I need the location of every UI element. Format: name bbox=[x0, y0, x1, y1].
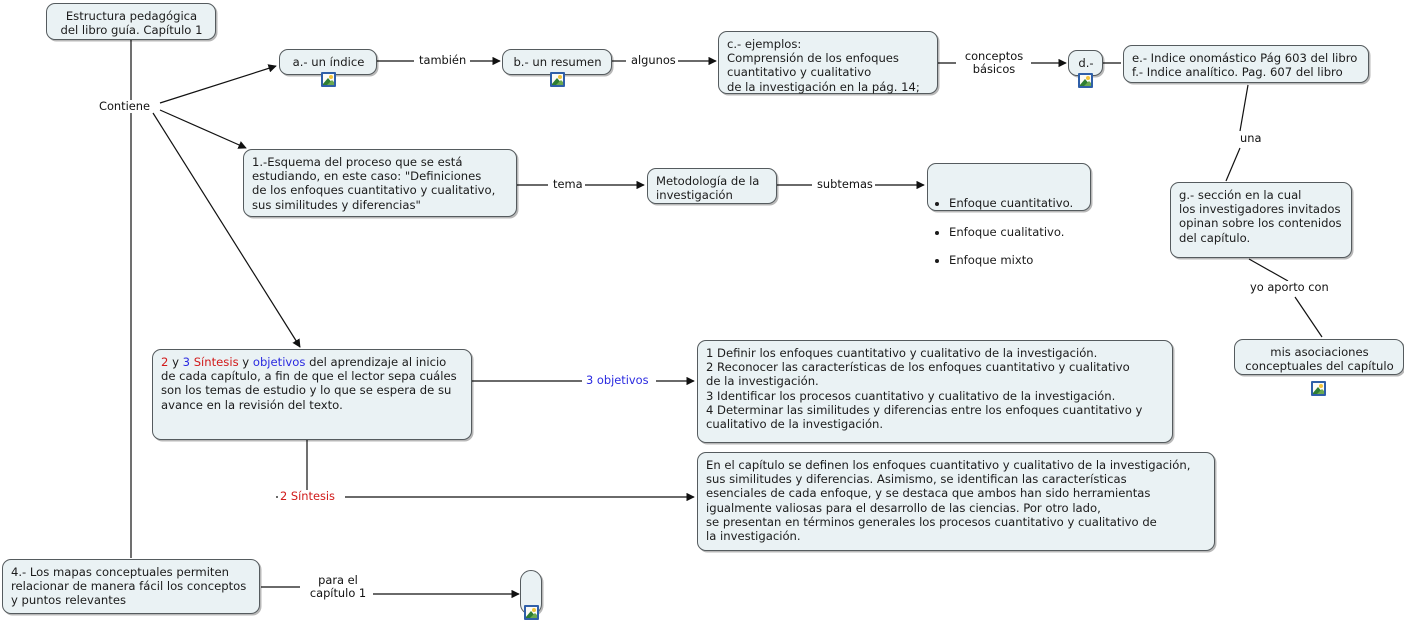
image-resource-icon[interactable] bbox=[1078, 73, 1093, 88]
list-item: Enfoque cualitativo. bbox=[949, 225, 1084, 239]
image-resource-icon[interactable] bbox=[321, 72, 336, 87]
phrase-2-sintesis[interactable]: 2 Síntesis bbox=[278, 489, 337, 504]
sintesis-objetivos-part-5: y bbox=[238, 355, 253, 369]
phrase-subtemas[interactable]: subtemas bbox=[815, 177, 875, 192]
node-root[interactable]: Estructura pedagógica del libro guía. Ca… bbox=[46, 3, 216, 40]
sintesis-objetivos-part-7: del aprendizaje al inicio de cada capítu… bbox=[161, 355, 457, 412]
list-item: Enfoque cuantitativo. bbox=[949, 196, 1084, 210]
node-esquema-proceso[interactable]: 1.-Esquema del proceso que se está estud… bbox=[243, 149, 517, 217]
node-mapas-conceptuales[interactable]: 4.- Los mapas conceptuales permiten rela… bbox=[2, 559, 260, 614]
phrase-yo-aporto-con[interactable]: yo aporto con bbox=[1248, 280, 1331, 295]
node-resumen[interactable]: b.- un resumen bbox=[502, 49, 612, 75]
phrase-conceptos-basicos[interactable]: conceptos básicos bbox=[957, 49, 1031, 77]
phrase-una[interactable]: una bbox=[1238, 131, 1264, 146]
node-ejemplos[interactable]: c.- ejemplos: Comprensión de los enfoque… bbox=[718, 31, 938, 94]
node-objetivos-lista[interactable]: 1 Definir los enfoques cuantitativo y cu… bbox=[697, 340, 1173, 443]
phrase-tema[interactable]: tema bbox=[551, 177, 585, 192]
list-item: Enfoque mixto bbox=[949, 253, 1084, 267]
node-indice[interactable]: a.- un índice bbox=[279, 49, 377, 75]
phrase-3-objetivos[interactable]: 3 objetivos bbox=[584, 373, 651, 388]
node-sintesis-objetivos[interactable]: 2 y 3 Síntesis y objetivos del aprendiza… bbox=[152, 349, 472, 440]
node-sintesis-texto[interactable]: En el capítulo se definen los enfoques c… bbox=[697, 452, 1215, 551]
phrase-para-el-capitulo-1[interactable]: para el capítulo 1 bbox=[303, 573, 373, 601]
node-seccion-investigadores[interactable]: g.- sección en la cual los investigadore… bbox=[1170, 182, 1352, 258]
node-metodologia-investigacion[interactable]: Metodología de la investigación bbox=[647, 168, 777, 204]
sintesis-objetivos-part-1: 2 bbox=[161, 355, 169, 369]
node-indices-onomastico-analitico[interactable]: e.- Indice onomástico Pág 603 del libro … bbox=[1123, 45, 1369, 83]
phrase-tambien[interactable]: también bbox=[417, 53, 469, 68]
sintesis-objetivos-part-4: Síntesis bbox=[190, 355, 239, 369]
phrase-contiene[interactable]: Contiene bbox=[97, 99, 153, 114]
sintesis-objetivos-part-2: y bbox=[168, 355, 183, 369]
phrase-algunos[interactable]: algunos bbox=[629, 53, 678, 68]
node-enfoques-lista[interactable]: Enfoque cuantitativo. Enfoque cualitativ… bbox=[927, 163, 1091, 267]
enfoques-list: Enfoque cuantitativo. Enfoque cualitativ… bbox=[936, 182, 1084, 281]
image-resource-icon[interactable] bbox=[1311, 381, 1326, 396]
node-asociaciones-conceptuales[interactable]: mis asociaciones conceptuales del capítu… bbox=[1234, 339, 1404, 375]
sintesis-objetivos-part-6: objetivos bbox=[252, 355, 306, 369]
sintesis-objetivos-part-3: 3 bbox=[182, 355, 191, 369]
image-resource-icon[interactable] bbox=[524, 605, 539, 620]
image-resource-icon[interactable] bbox=[550, 72, 565, 87]
